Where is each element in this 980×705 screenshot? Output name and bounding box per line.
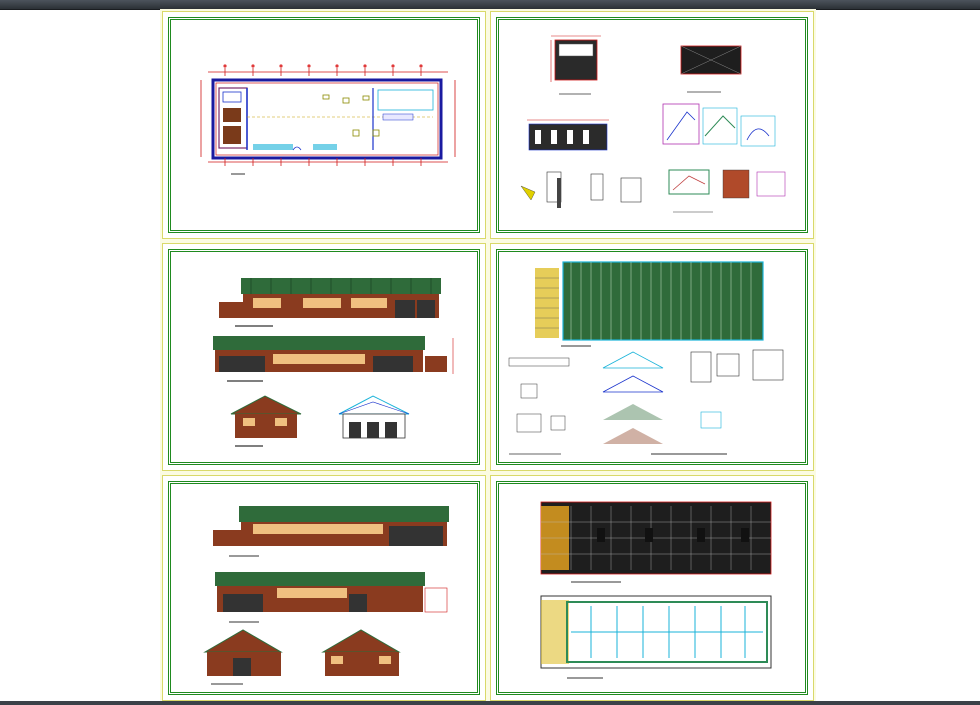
sheet-roof-plan[interactable] — [490, 243, 814, 471]
drawing-viewport[interactable] — [160, 9, 816, 701]
sheet-border — [168, 481, 480, 695]
application-statusbar — [0, 701, 980, 705]
sheet-elevations-a[interactable] — [162, 243, 486, 471]
structural-drawing — [540, 501, 772, 679]
sheet-border — [168, 249, 480, 465]
sheet-floor-plan[interactable] — [162, 11, 486, 239]
sheet-elevations-b[interactable] — [162, 475, 486, 701]
elevations-drawing-a — [213, 278, 454, 447]
roof-plan-drawing — [508, 261, 784, 455]
sheet-border — [496, 249, 808, 465]
sheet-border — [496, 17, 808, 233]
sheet-structural-plans[interactable] — [490, 475, 814, 701]
details-drawing — [520, 35, 786, 213]
sheet-construction-details[interactable] — [490, 11, 814, 239]
floor-plan-drawing — [200, 64, 456, 175]
elevations-drawing-b — [203, 506, 449, 685]
sheet-border — [168, 17, 480, 233]
sheet-border — [496, 481, 808, 695]
